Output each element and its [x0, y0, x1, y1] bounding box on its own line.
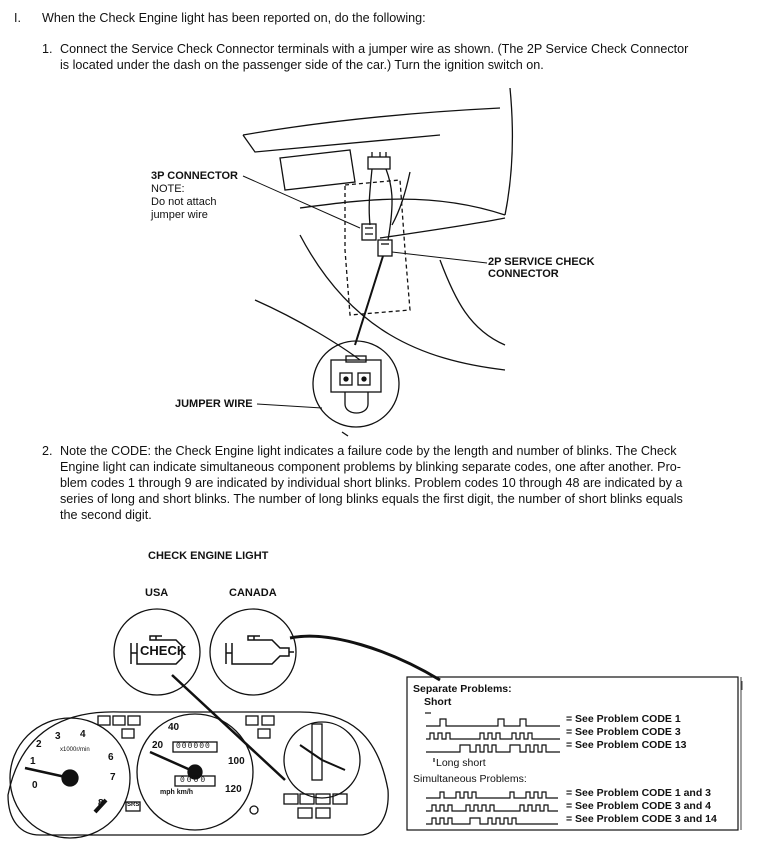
- section-numeral: I.: [14, 11, 21, 25]
- simultaneous-code-2: = See Problem CODE 3 and 4: [566, 800, 712, 812]
- canada-label: CANADA: [229, 587, 277, 599]
- simultaneous-problems-title: Simultaneous Problems:: [413, 773, 527, 785]
- separate-code-2: = See Problem CODE 3: [566, 726, 681, 738]
- connector-2p-label-line-1: 2P SERVICE CHECK: [488, 256, 595, 268]
- simultaneous-code-3: = See Problem CODE 3 and 14: [566, 813, 717, 825]
- step2-line-4: series of long and short blinks. The num…: [60, 492, 683, 506]
- step2-line-3: blem codes 1 through 9 are indicated by …: [60, 476, 683, 490]
- speed-unit-label: mph km/h: [160, 789, 194, 796]
- check-text: CHECK: [140, 643, 187, 658]
- svg-text:8: 8: [98, 798, 104, 809]
- svg-text:6: 6: [108, 752, 114, 763]
- svg-text:120: 120: [225, 784, 242, 795]
- short-label: Short: [424, 696, 452, 708]
- odometer-readout: 000000: [176, 742, 211, 751]
- connector-3p-label: 3P CONNECTOR: [151, 170, 239, 182]
- check-engine-light-title: CHECK ENGINE LIGHT: [148, 550, 269, 562]
- svg-text:100: 100: [228, 756, 245, 767]
- separate-code-3: = See Problem CODE 13: [566, 739, 687, 751]
- svg-text:20: 20: [152, 740, 164, 751]
- svg-text:3: 3: [55, 731, 61, 742]
- note-line-1: Do not attach: [151, 196, 217, 208]
- srs-indicator: SRS: [127, 802, 140, 808]
- step2-line-5: the second digit.: [60, 508, 152, 522]
- svg-text:0: 0: [32, 780, 38, 791]
- svg-text:2: 2: [36, 739, 42, 750]
- usa-label: USA: [145, 587, 169, 599]
- svg-text:7: 7: [110, 772, 116, 783]
- note-line-2: jumper wire: [151, 209, 208, 221]
- simultaneous-code-1: = See Problem CODE 1 and 3: [566, 787, 712, 799]
- long-short-label: Long short: [436, 757, 486, 769]
- svg-text:1: 1: [30, 756, 36, 767]
- separate-code-1: = See Problem CODE 1: [566, 713, 681, 725]
- svg-text:4: 4: [80, 729, 86, 740]
- jumper-wire-label: JUMPER WIRE: [175, 398, 253, 410]
- note-label: NOTE:: [151, 183, 185, 195]
- step1-line-1: Connect the Service Check Connector term…: [60, 42, 689, 56]
- step2-line-1: Note the CODE: the Check Engine light in…: [60, 444, 677, 458]
- separate-problems-title: Separate Problems:: [413, 683, 512, 695]
- connector-2p-label-line-2: CONNECTOR: [488, 268, 559, 280]
- step1-line-2: is located under the dash on the passeng…: [60, 58, 544, 72]
- step1-number: 1.: [42, 42, 53, 56]
- section-intro: When the Check Engine light has been rep…: [42, 11, 426, 25]
- step2-number: 2.: [42, 444, 53, 458]
- svg-text:40: 40: [168, 722, 180, 733]
- step2-line-2: Engine light can indicate simultaneous c…: [60, 460, 681, 474]
- rpm-unit-label: x1000r/min: [60, 747, 90, 753]
- trip-readout: 0000: [180, 776, 208, 785]
